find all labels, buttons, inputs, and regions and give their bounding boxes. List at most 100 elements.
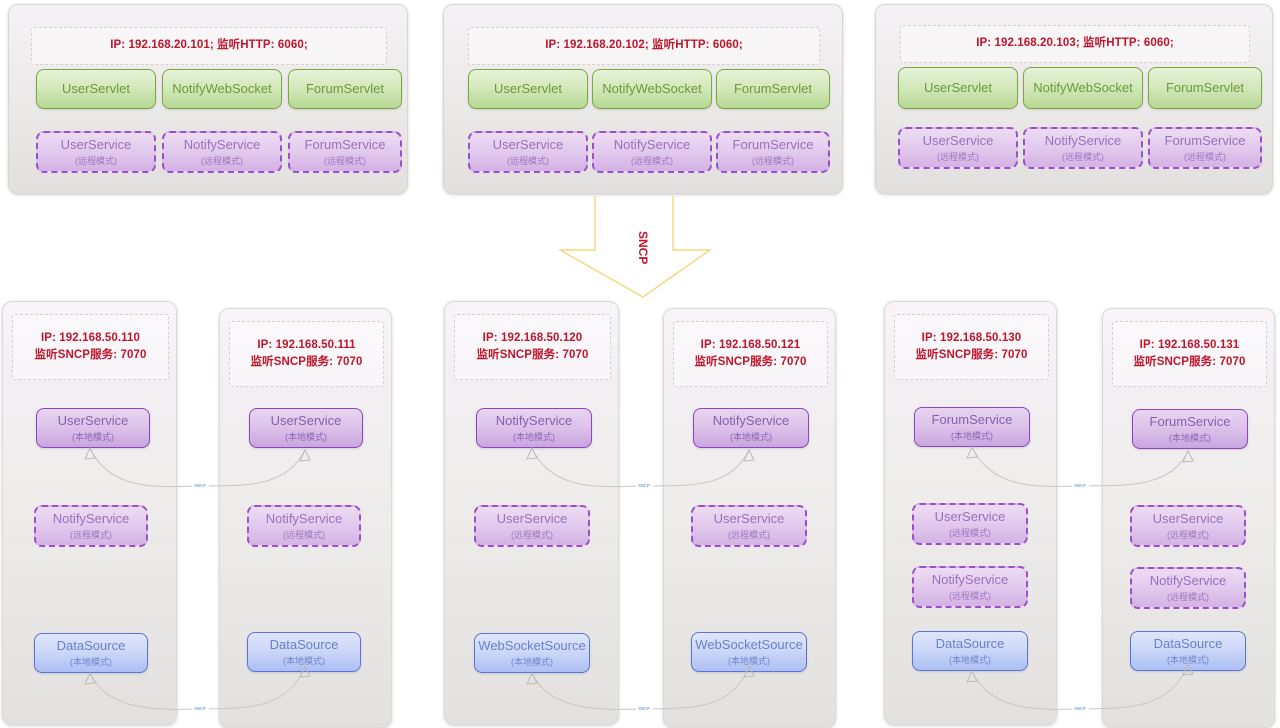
host-ip-text: IP: 192.168.50.111 [257,338,356,351]
service-node-remote-120[interactable]: UserService (远程模式) [474,505,590,547]
service-host-panel-110[interactable]: IP: 192.168.50.110 监听SNCP服务: 7070 UserSe… [2,301,177,725]
node-title: UserService [60,136,132,152]
service-node-remote-user-131[interactable]: UserService (远程模式) [1130,505,1246,547]
servlet-node-userservlet-3[interactable]: UserServlet [898,67,1018,109]
app-host-panel-3[interactable]: IP: 192.168.20.103; 监听HTTP: 6060; UserSe… [875,4,1273,194]
node-title: ForumServlet [305,80,385,96]
service-host-panel-111[interactable]: IP: 192.168.50.111 监听SNCP服务: 7070 UserSe… [219,308,392,728]
service-node-forumservice-3[interactable]: ForumService (远程模式) [1148,127,1262,169]
servlet-node-notifywebsocket-3[interactable]: NotifyWebSocket [1023,67,1143,109]
servlet-node-forumservlet-3[interactable]: ForumServlet [1148,67,1262,109]
service-node-local-111[interactable]: UserService (本地模式) [249,408,363,448]
node-title: DataSource [1153,635,1223,651]
service-node-notifyservice-2[interactable]: NotifyService (远程模式) [592,131,712,173]
node-title: ForumServlet [1165,79,1245,95]
node-mode: (本地模式) [728,655,770,666]
node-mode: (远程模式) [283,529,325,540]
servlet-node-notifywebsocket-1[interactable]: NotifyWebSocket [162,69,282,109]
node-mode: (远程模式) [75,155,117,166]
node-mode: (远程模式) [70,529,112,540]
node-title: ForumServlet [733,80,813,96]
node-title: ForumService [1149,413,1231,429]
service-node-userservice-3[interactable]: UserService (远程模式) [898,127,1018,169]
host-ip-text: IP: 192.168.20.102; 监听HTTP: 6060; [545,39,743,52]
datasource-node-131[interactable]: DataSource (本地模式) [1130,631,1246,671]
host-port-text: 监听SNCP服务: 7070 [476,349,589,361]
node-title: NotifyWebSocket [172,80,272,96]
service-node-remote-notify-131[interactable]: NotifyService (远程模式) [1130,567,1246,609]
wire-label-130-131-forum: SNCP [1074,483,1086,488]
node-title: DataSource [56,637,126,653]
service-host-panel-131[interactable]: IP: 192.168.50.131 监听SNCP服务: 7070 ForumS… [1102,308,1275,728]
service-node-remote-user-130[interactable]: UserService (远程模式) [912,503,1028,545]
service-node-remote-notify-130[interactable]: NotifyService (远程模式) [912,566,1028,608]
node-mode: (远程模式) [728,529,770,540]
servlet-node-notifywebsocket-2[interactable]: NotifyWebSocket [592,69,712,109]
node-mode: (远程模式) [201,155,243,166]
node-title: ForumService [732,136,814,152]
service-node-local-110[interactable]: UserService (本地模式) [36,408,150,448]
host-ip-header-130: IP: 192.168.50.130 监听SNCP服务: 7070 [894,314,1049,380]
service-node-local-130[interactable]: ForumService (本地模式) [914,407,1030,447]
node-mode: (本地模式) [283,655,325,666]
service-node-forumservice-1[interactable]: ForumService (远程模式) [288,131,402,173]
node-title: UserServlet [62,80,130,96]
service-node-notifyservice-3[interactable]: NotifyService (远程模式) [1023,127,1143,169]
app-host-panel-2[interactable]: IP: 192.168.20.102; 监听HTTP: 6060; UserSe… [443,4,843,194]
service-node-local-121[interactable]: NotifyService (本地模式) [693,408,809,448]
websocketsource-node-121[interactable]: WebSocketSource (本地模式) [691,632,807,672]
node-mode: (本地模式) [949,654,991,665]
app-host-panel-1[interactable]: IP: 192.168.20.101; 监听HTTP: 6060; UserSe… [8,4,408,194]
service-node-forumservice-2[interactable]: ForumService (远程模式) [716,131,830,173]
wire-label-bg [192,704,209,712]
servlet-node-forumservlet-2[interactable]: ForumServlet [716,69,830,109]
datasource-node-111[interactable]: DataSource (本地模式) [247,632,361,672]
node-title: WebSocketSource [695,636,803,652]
host-ip-header-1: IP: 192.168.20.101; 监听HTTP: 6060; [31,27,387,65]
servlet-node-forumservlet-1[interactable]: ForumServlet [288,69,402,109]
service-host-panel-130[interactable]: IP: 192.168.50.130 监听SNCP服务: 7070 ForumS… [884,301,1057,725]
node-mode: (远程模式) [949,527,991,538]
node-title: UserService [713,510,785,526]
service-node-local-131[interactable]: ForumService (本地模式) [1132,409,1248,449]
service-node-remote-121[interactable]: UserService (远程模式) [691,505,807,547]
servlet-node-userservlet-2[interactable]: UserServlet [468,69,588,109]
service-node-local-120[interactable]: NotifyService (本地模式) [476,408,592,448]
node-title: ForumService [1164,132,1246,148]
service-node-notifyservice-1[interactable]: NotifyService (远程模式) [162,131,282,173]
host-ip-text: IP: 192.168.50.121 [700,338,801,351]
node-mode: (远程模式) [511,529,553,540]
node-title: NotifyService [1149,572,1227,588]
wire-label-120-121-wss: SNCP [638,706,650,711]
datasource-node-110[interactable]: DataSource (本地模式) [34,633,148,673]
datasource-node-130[interactable]: DataSource (本地模式) [912,631,1028,671]
host-ip-text: IP: 192.168.50.131 [1139,338,1240,351]
service-node-userservice-2[interactable]: UserService (远程模式) [468,131,588,173]
websocketsource-node-120[interactable]: WebSocketSource (本地模式) [474,633,590,673]
node-mode: (本地模式) [285,431,327,442]
host-port-text: 监听SNCP服务: 7070 [250,356,363,368]
node-mode: (远程模式) [752,155,794,166]
node-mode: (本地模式) [513,431,555,442]
service-node-userservice-1[interactable]: UserService (远程模式) [36,131,156,173]
node-mode: (本地模式) [72,431,114,442]
node-mode: (远程模式) [1167,591,1209,602]
node-title: NotifyService [183,136,261,152]
host-ip-header-121: IP: 192.168.50.121 监听SNCP服务: 7070 [673,321,828,387]
node-title: DataSource [935,635,1005,651]
host-ip-text: IP: 192.168.50.130 [921,331,1022,344]
node-title: UserService [934,508,1006,524]
node-title: NotifyService [52,510,130,526]
service-node-remote-110[interactable]: NotifyService (远程模式) [34,505,148,547]
servlet-node-userservlet-1[interactable]: UserServlet [36,69,156,109]
sncp-big-arrow [557,196,713,298]
service-host-panel-120[interactable]: IP: 192.168.50.120 监听SNCP服务: 7070 Notify… [444,301,619,725]
node-title: NotifyWebSocket [1033,79,1133,95]
node-title: WebSocketSource [478,637,586,653]
node-mode: (本地模式) [951,430,993,441]
service-node-remote-111[interactable]: NotifyService (远程模式) [247,505,361,547]
service-host-panel-121[interactable]: IP: 192.168.50.121 监听SNCP服务: 7070 Notify… [663,308,836,728]
node-title: ForumService [931,411,1013,427]
wire-label-bg [192,481,209,489]
host-port-text: 监听SNCP服务: 7070 [34,349,147,361]
